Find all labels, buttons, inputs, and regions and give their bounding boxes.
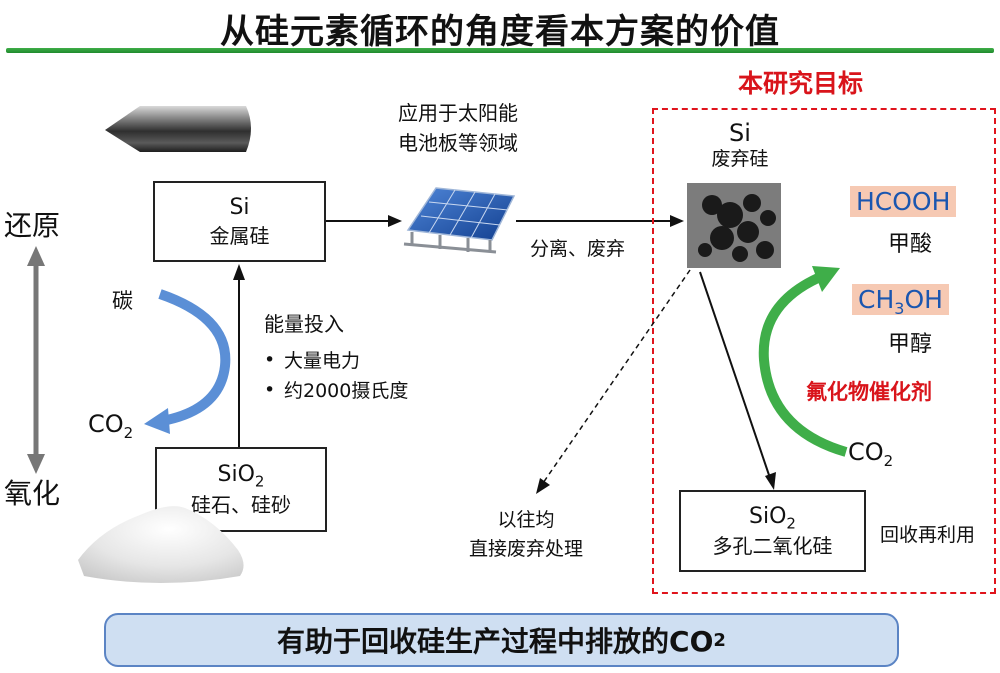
- fluoride-catalyst-label: 氟化物催化剂: [806, 380, 932, 404]
- sio2-symbol: SiO2: [217, 462, 265, 491]
- porous-sio2-symbol: SiO2: [749, 503, 796, 533]
- energy-item-temperature: 约2000摄氏度: [262, 375, 408, 406]
- silicon-ingot-image: [105, 106, 251, 152]
- arrow-si-to-solar: [326, 215, 402, 227]
- page-title: 从硅元素循环的角度看本方案的价值: [220, 12, 780, 52]
- solar-application-label: 应用于太阳能 电池板等领域: [398, 101, 518, 155]
- energy-input-heading: 能量投入: [264, 312, 344, 336]
- redox-axis-arrow: [27, 246, 45, 474]
- si-name: 金属硅: [209, 223, 270, 248]
- co2-feed-label: CO2: [848, 438, 894, 470]
- silica-sand-box: SiO2 硅石、硅砂: [155, 447, 327, 532]
- carbon-reduction-arrow: [144, 289, 231, 434]
- formic-acid-name: 甲酸: [888, 232, 933, 257]
- separation-label: 分离、废弃: [530, 238, 626, 260]
- arrow-previous-disposal: [536, 269, 691, 494]
- energy-input-list: 大量电力 约2000摄氏度: [262, 345, 408, 407]
- energy-input-arrow: [233, 264, 245, 447]
- research-goal-frame: [652, 108, 996, 594]
- previous-disposal-label: 以往均 直接废弃处理: [468, 509, 583, 560]
- formic-acid-formula: HCOOH: [850, 184, 957, 219]
- title-underline: [6, 48, 994, 53]
- recycle-label: 回收再利用: [880, 524, 976, 546]
- energy-item-electricity: 大量电力: [262, 345, 408, 376]
- arrow-waste-to-porous-silica: [699, 271, 776, 490]
- arrow-solar-to-waste: [516, 215, 684, 227]
- co2-emission-label: CO2: [88, 410, 134, 442]
- metallic-silicon-box: Si 金属硅: [153, 181, 326, 262]
- si-symbol: Si: [229, 195, 250, 221]
- carbon-label: 碳: [112, 289, 133, 313]
- methanol-name: 甲醇: [888, 332, 933, 357]
- solar-panel-image: [403, 187, 516, 254]
- waste-silicon-image: [687, 183, 781, 268]
- porous-silica-name: 多孔二氧化硅: [712, 534, 833, 559]
- sio2-name: 硅石、硅砂: [191, 492, 291, 517]
- research-goal-label: 本研究目标: [738, 69, 864, 98]
- axis-label-oxidation: 氧化: [4, 477, 61, 510]
- axis-label-reduction: 还原: [4, 209, 61, 242]
- methanol-formula: CH3OH: [852, 282, 949, 320]
- catalytic-conversion-arrow: [758, 266, 848, 457]
- silica-sand-pile-image: [78, 506, 244, 583]
- porous-silica-box: SiO2 多孔二氧化硅: [679, 490, 866, 572]
- waste-silicon-label: Si 废弃硅: [711, 119, 769, 170]
